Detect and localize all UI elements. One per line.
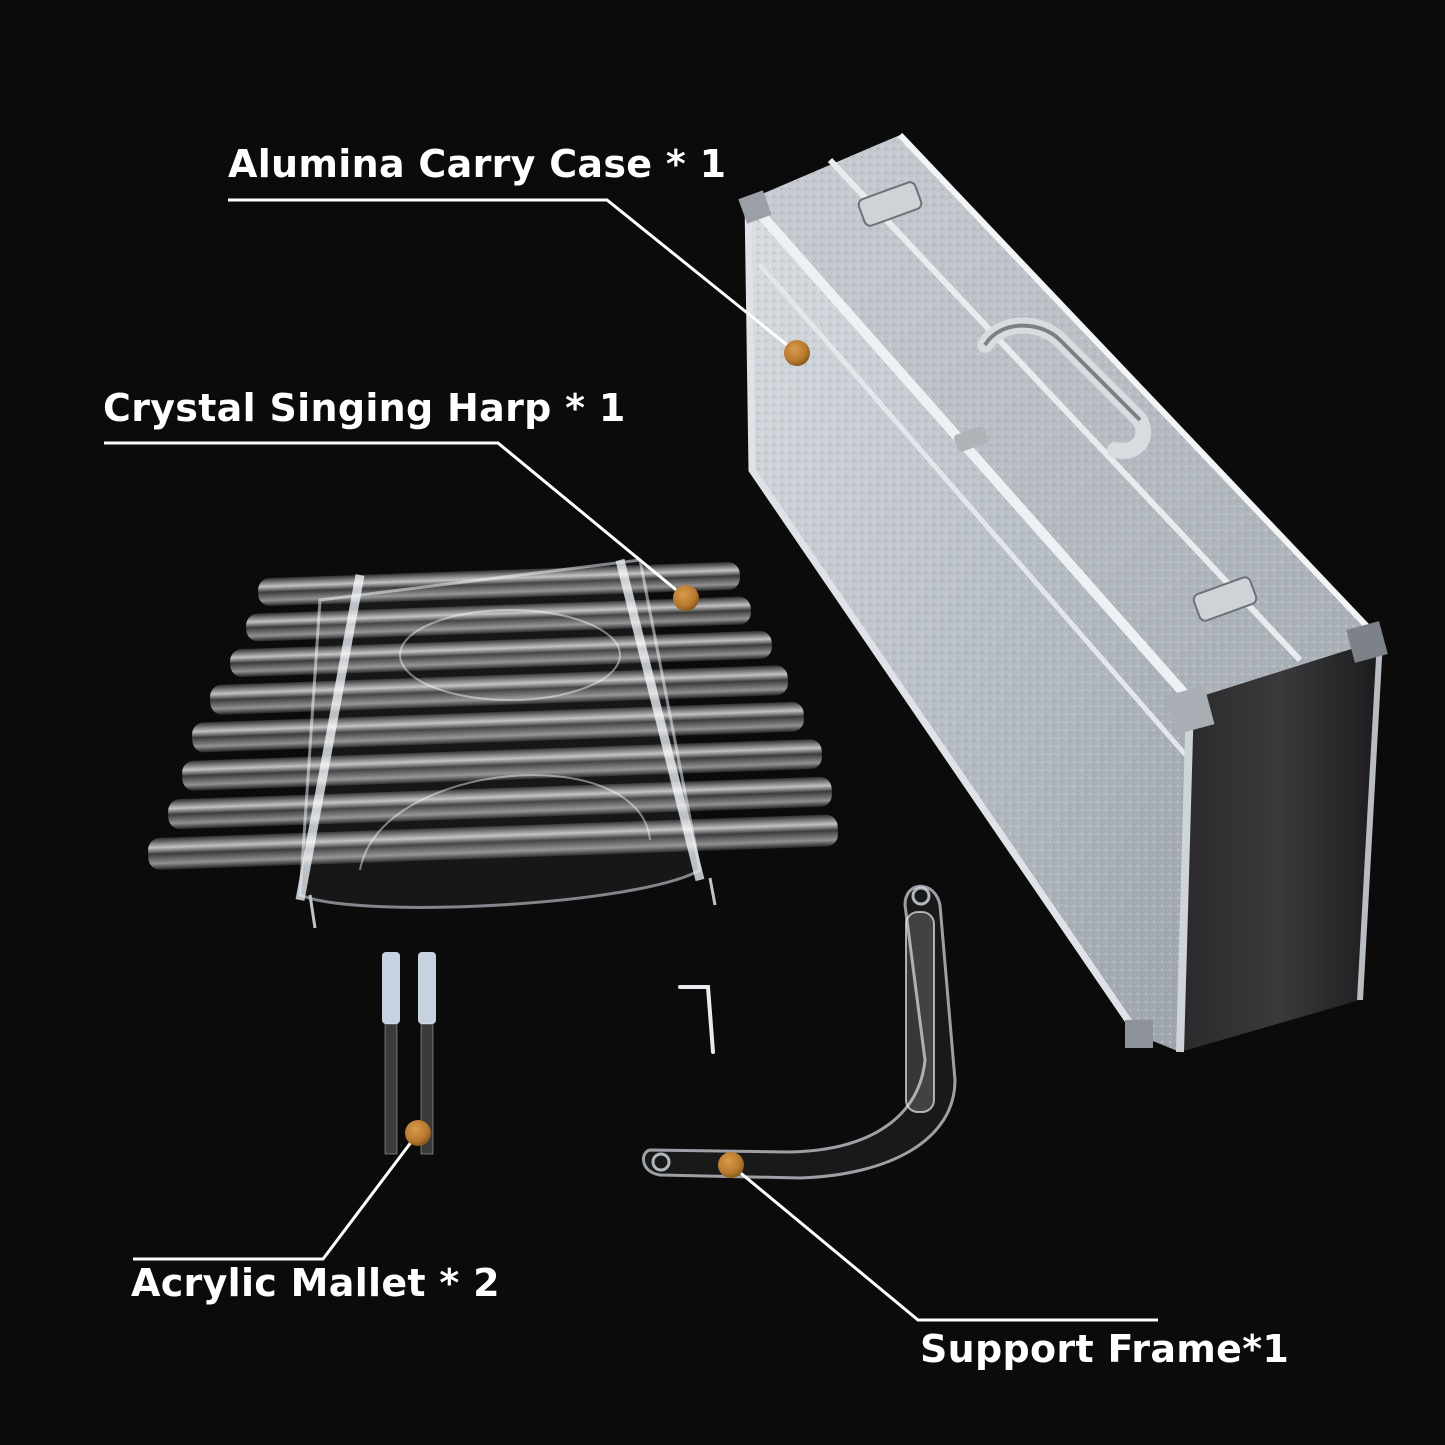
callout-dot-case bbox=[784, 340, 810, 366]
support-frame bbox=[641, 884, 957, 1180]
callout-line-case bbox=[228, 198, 798, 355]
carry-case bbox=[738, 132, 1388, 1053]
callout-label-acrylic-mallet: Acrylic Mallet * 2 bbox=[131, 1261, 500, 1305]
callout-dots bbox=[405, 340, 810, 1178]
callout-dot-mallet bbox=[405, 1120, 431, 1146]
callout-label-carry-case: Alumina Carry Case * 1 bbox=[228, 142, 727, 186]
callout-line-mallet bbox=[133, 1132, 420, 1261]
callout-line-harp bbox=[104, 441, 687, 600]
callout-label-crystal-harp: Crystal Singing Harp * 1 bbox=[103, 386, 626, 430]
callout-dot-harp bbox=[673, 585, 699, 611]
case-handle-icon bbox=[954, 317, 1152, 459]
callout-lines bbox=[104, 198, 1158, 1322]
harp-tubes bbox=[148, 562, 838, 870]
latch-icon bbox=[857, 181, 1258, 622]
crystal-harp bbox=[148, 558, 838, 929]
acrylic-mallets bbox=[382, 952, 436, 1155]
hex-key-icon bbox=[678, 985, 715, 1054]
callout-dot-frame bbox=[718, 1152, 744, 1178]
callout-line-frame bbox=[730, 1163, 1158, 1322]
callout-label-support-frame: Support Frame*1 bbox=[920, 1327, 1290, 1371]
